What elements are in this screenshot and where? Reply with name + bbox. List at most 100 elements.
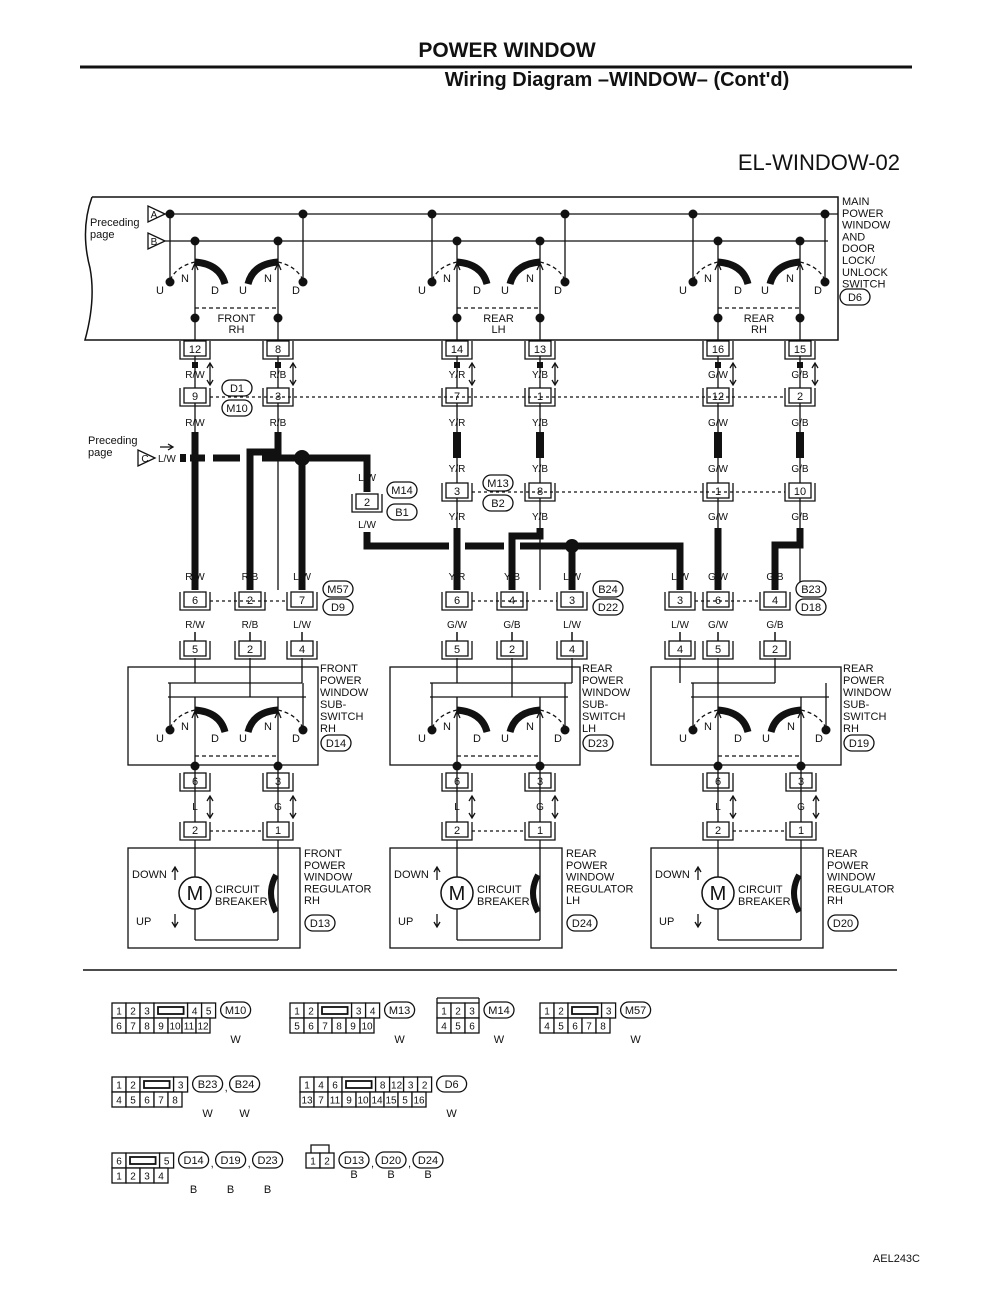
lower-pin-number: 6	[454, 595, 460, 607]
switch-thick-arc	[506, 258, 541, 286]
switch-neutral-arc	[277, 261, 304, 281]
wire-color-label: G/W	[708, 512, 729, 523]
switch-letter-d: D	[292, 285, 300, 297]
lw-connector-pin-bracket	[351, 494, 383, 513]
regulator-label: REGULATOR	[827, 883, 894, 895]
connector-face-id-oval	[375, 1151, 407, 1169]
regulator-pin-number: 1	[537, 825, 543, 837]
connector-face-id: M13	[389, 1005, 410, 1017]
regulator-label: POWER	[304, 860, 346, 872]
connector-face-id: M14	[488, 1005, 509, 1017]
motor-letter: M	[187, 883, 204, 905]
cavity-number: 16	[413, 1096, 425, 1107]
connector-face-id: D14	[184, 1155, 204, 1167]
current-direction-arrow-icon	[160, 443, 175, 451]
cavity-number: 3	[356, 1007, 362, 1018]
cavity-number: 9	[158, 1022, 164, 1033]
switch-neutral-arc	[799, 261, 826, 281]
connector-face-id: D13	[344, 1155, 364, 1167]
row1-pin-bracket	[262, 388, 294, 407]
connector-color-label: W	[446, 1108, 457, 1120]
arrow-head-icon	[812, 794, 820, 802]
cavity-number: 3	[178, 1081, 184, 1092]
wire-color-label: G/W	[708, 464, 729, 475]
preceding-c-icon	[137, 448, 157, 468]
main-switch-position-label: REAR	[483, 313, 514, 325]
sub-switch-pin-box	[290, 640, 314, 657]
switch-thick-arc	[244, 706, 279, 734]
regulator-pin-number: 2	[192, 825, 198, 837]
separator-comma: ,	[248, 1158, 251, 1170]
preceding-page-label: Preceding	[88, 435, 138, 447]
main-switch-pin-bracket	[784, 341, 816, 360]
sub-switch-label: SWITCH	[320, 711, 363, 723]
cavity-number: 10	[169, 1022, 181, 1033]
cavity-number: 3	[408, 1081, 414, 1092]
motor-letter: M	[449, 883, 466, 905]
switch-neutral-arc	[431, 709, 458, 729]
connector-latch-icon	[157, 1006, 185, 1015]
sub-switch-connector-id-oval	[843, 734, 875, 752]
direction-down-label: DOWN	[655, 869, 690, 881]
row1-pin-number: 9	[192, 391, 198, 403]
connector-latch-icon	[321, 1006, 349, 1015]
regulator-connector-id: D24	[572, 918, 592, 930]
direction-down-label: DOWN	[132, 869, 167, 881]
regulator-label: POWER	[827, 860, 869, 872]
switch-letter-d: D	[211, 733, 219, 745]
main-switch-label: WINDOW	[842, 220, 891, 232]
wire-color-label: R/W	[185, 418, 205, 429]
main-switch-pin-box	[445, 340, 469, 357]
regulator-label: WINDOW	[827, 872, 876, 884]
sub-switch-connector-id: D23	[588, 738, 608, 750]
arrow-head-icon	[468, 379, 476, 387]
wire-color-label: G/B	[791, 370, 809, 381]
main-switch-pin-box	[788, 340, 812, 357]
connector-latch-icon	[143, 1080, 171, 1089]
connector-face-id-oval	[619, 1001, 652, 1019]
arrow-head-icon	[796, 261, 804, 271]
main-switch-label: AND	[842, 231, 865, 243]
main-switch-label: LOCK/	[842, 255, 876, 267]
main-switch-box	[84, 196, 839, 341]
wire-thick	[796, 432, 804, 458]
regulator-label: POWER	[566, 860, 608, 872]
sub-switch-connector-id: D19	[849, 738, 869, 750]
lower-pin-bracket	[759, 592, 791, 611]
sub-switch-pin-number: 4	[569, 644, 575, 656]
sub-switch-pin-number: 5	[715, 644, 721, 656]
sub-switch-label: RH	[843, 723, 859, 735]
arrow-down-icon	[694, 914, 702, 929]
regulator-label: LH	[566, 895, 580, 907]
cavity-number: 5	[130, 1096, 136, 1107]
switch-letter-n: N	[264, 273, 272, 285]
regulator-connector-id-oval	[566, 914, 598, 932]
cavity-number: 6	[308, 1022, 314, 1033]
connector-color-label: B	[264, 1184, 271, 1196]
sub-switch-label: LH	[582, 723, 596, 735]
main-switch-pin-bracket	[702, 341, 734, 360]
wire-color-label: Y/R	[449, 418, 466, 429]
regulator-pin-number: 1	[275, 825, 281, 837]
cavity-number: 6	[332, 1081, 338, 1092]
lower-connector-id: B24	[598, 584, 618, 596]
row2-pin-bracket	[524, 483, 556, 502]
switch-thick-arc	[194, 258, 229, 286]
lw-connector-id-oval	[386, 481, 418, 499]
switch-thick-arc	[194, 706, 229, 734]
regulator-connector-id: D20	[833, 918, 853, 930]
preceding-page-label: page	[88, 447, 112, 459]
switch-letter-n: N	[786, 273, 794, 285]
sub-switch-pin-number: 2	[247, 644, 253, 656]
row1-pin-number: 2	[797, 391, 803, 403]
cavity-number: 5	[558, 1022, 564, 1033]
cavity-number: 2	[455, 1007, 461, 1018]
switch-letter-d: D	[473, 733, 481, 745]
arrow-down-icon	[171, 914, 179, 929]
connector-color-label: B	[424, 1169, 431, 1181]
switch-letter-u: U	[679, 285, 687, 297]
arrow-head-icon	[551, 361, 559, 369]
lower-pin-box	[183, 591, 207, 608]
arrow-head-icon	[551, 379, 559, 387]
regulator-box	[650, 847, 824, 949]
